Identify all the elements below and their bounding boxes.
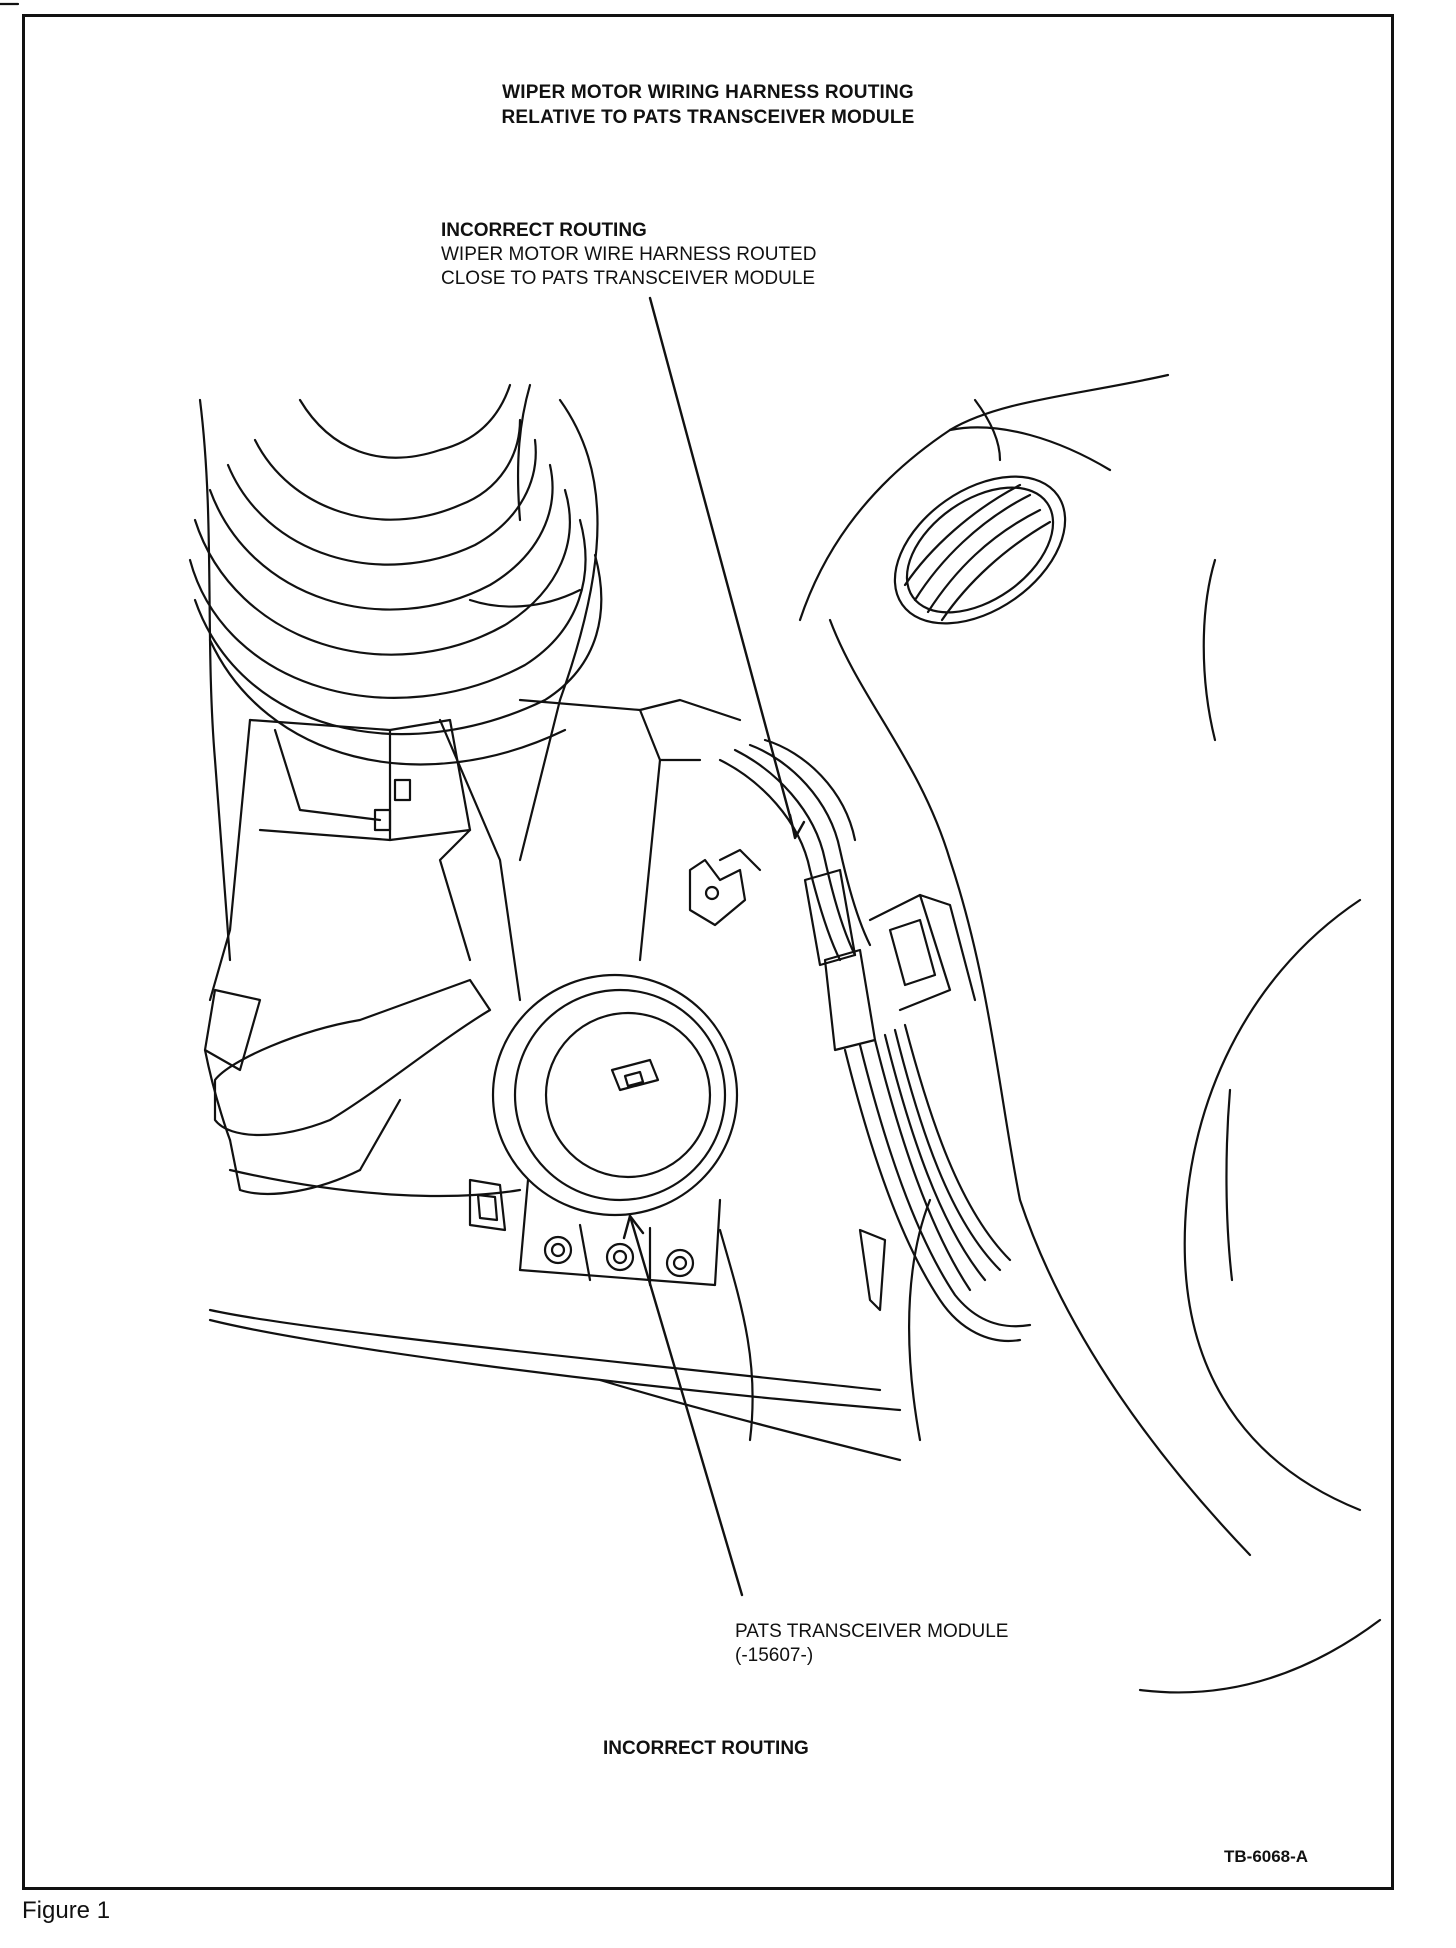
module-callout: PATS TRANSCEIVER MODULE (-15607-) bbox=[735, 1620, 1008, 1668]
drawing-id: TB-6068-A bbox=[1224, 1847, 1309, 1866]
title-line-2: RELATIVE TO PATS TRANSCEIVER MODULE bbox=[501, 107, 915, 128]
harness-callout-heading: INCORRECT ROUTING bbox=[441, 220, 647, 241]
air-vent bbox=[893, 475, 1067, 625]
ignition-lock-cylinder bbox=[491, 973, 739, 1217]
module-callout-line-1: PATS TRANSCEIVER MODULE bbox=[735, 1621, 1009, 1642]
transceiver-mount bbox=[468, 1178, 722, 1287]
figure-frame: WIPER MOTOR WIRING HARNESS ROUTING RELAT… bbox=[22, 14, 1394, 1890]
harness-connector bbox=[868, 893, 977, 1012]
column-body bbox=[208, 698, 742, 1002]
wiper-harness bbox=[718, 738, 1032, 1442]
title-line-1: WIPER MOTOR WIRING HARNESS ROUTING bbox=[502, 82, 914, 103]
multifunction-lever bbox=[203, 978, 492, 1196]
harness-callout-line-2: CLOSE TO PATS TRANSCEIVER MODULE bbox=[441, 268, 816, 289]
lower-trim bbox=[208, 1168, 902, 1462]
column-boot bbox=[188, 383, 603, 766]
figure-title: WIPER MOTOR WIRING HARNESS ROUTING RELAT… bbox=[25, 80, 1391, 130]
module-callout-line-2: (-15607-) bbox=[735, 1645, 814, 1666]
figure-caption: Figure 1 bbox=[22, 1897, 111, 1924]
harness-callout: INCORRECT ROUTING WIPER MOTOR WIRE HARNE… bbox=[441, 219, 816, 291]
dashboard-contours bbox=[198, 373, 1382, 1694]
harness-callout-line-1: WIPER MOTOR WIRE HARNESS ROUTED bbox=[441, 244, 817, 265]
bolt-bracket bbox=[688, 848, 762, 927]
bottom-label: INCORRECT ROUTING bbox=[603, 1738, 809, 1759]
leader-lines bbox=[622, 296, 806, 1597]
